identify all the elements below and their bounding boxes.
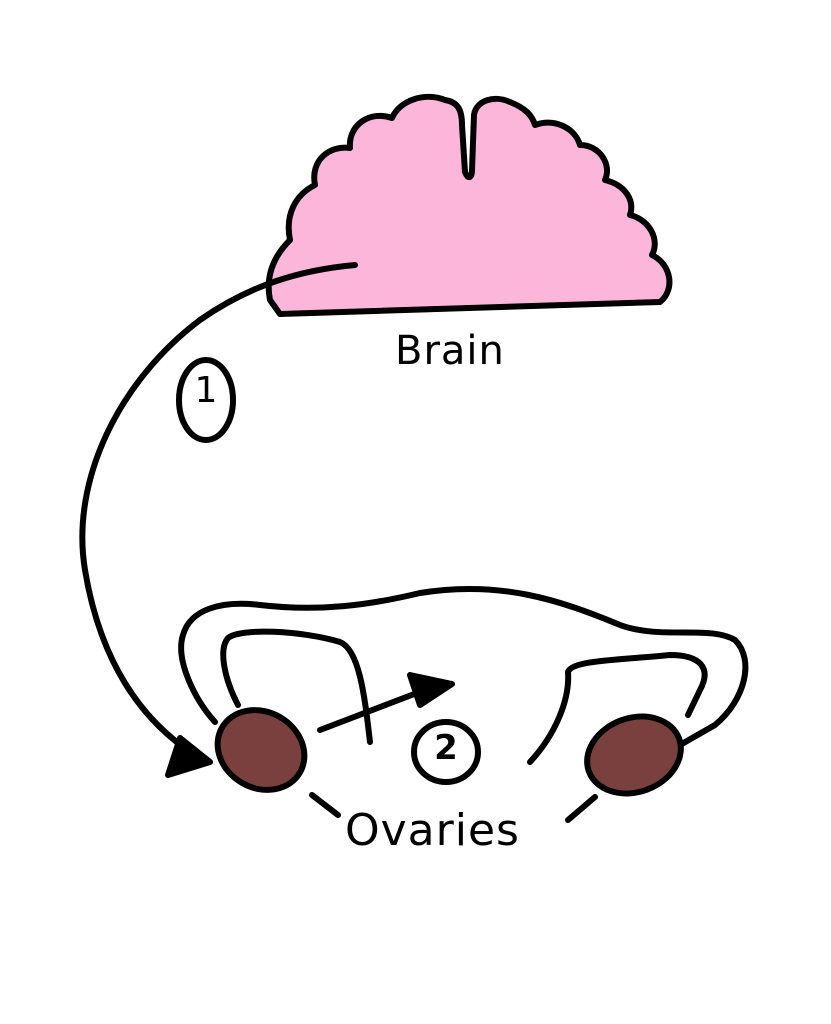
ovaries-label: Ovaries [345,805,520,856]
uterus-inner-right [527,652,708,765]
right-ovary [584,713,684,797]
brain-label: Brain [395,328,505,374]
left-ovary-pointer [309,792,341,818]
brain-shape [265,93,673,317]
uterus-outer [178,585,749,748]
arrow-1-head [165,735,213,778]
step-2-number: 2 [434,728,458,768]
step-1-number: 1 [194,370,218,411]
uterus-inner-left [220,628,373,745]
arrow-2-path [317,685,433,733]
step-1-circle [176,357,236,443]
left-ovary [214,707,308,793]
step-2-circle [411,719,481,785]
right-ovary-pointer [565,794,598,823]
arrow-2-head [407,672,455,708]
arrow-1-path [79,262,358,758]
